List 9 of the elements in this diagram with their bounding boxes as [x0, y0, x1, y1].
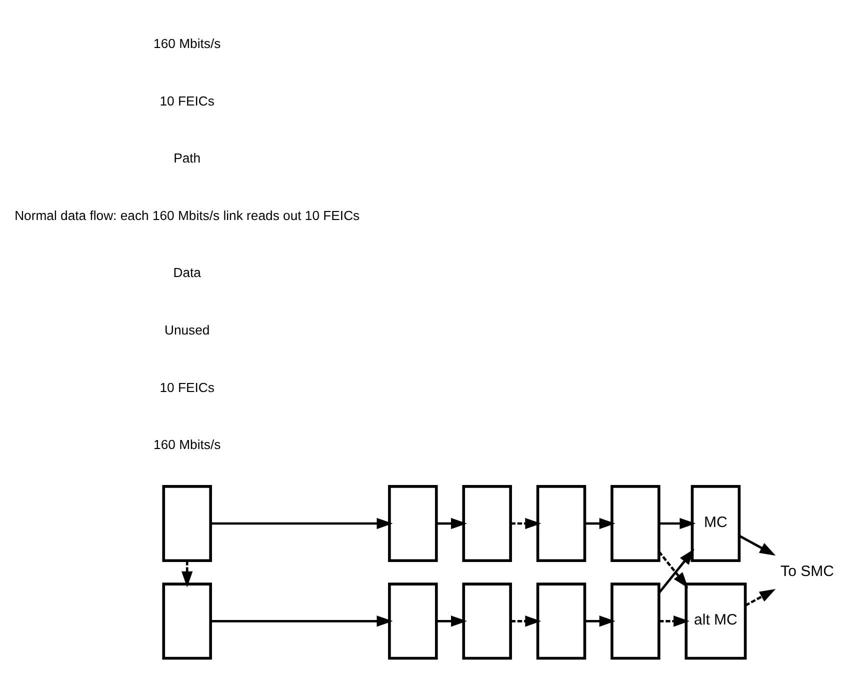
label: Normal data flow: each 160 Mbits/s link reads out 10 FEICs — [14, 208, 360, 223]
label: Data — [173, 265, 201, 280]
label: 10 FEICs — [160, 93, 214, 108]
label: 160 Mbits/s — [154, 36, 221, 52]
label: 10 FEICs — [160, 380, 214, 395]
label: Path — [174, 150, 201, 166]
node-text: To SMC — [780, 562, 834, 580]
label: Unused — [164, 322, 210, 338]
label: 160 Mbits/s — [154, 437, 221, 452]
